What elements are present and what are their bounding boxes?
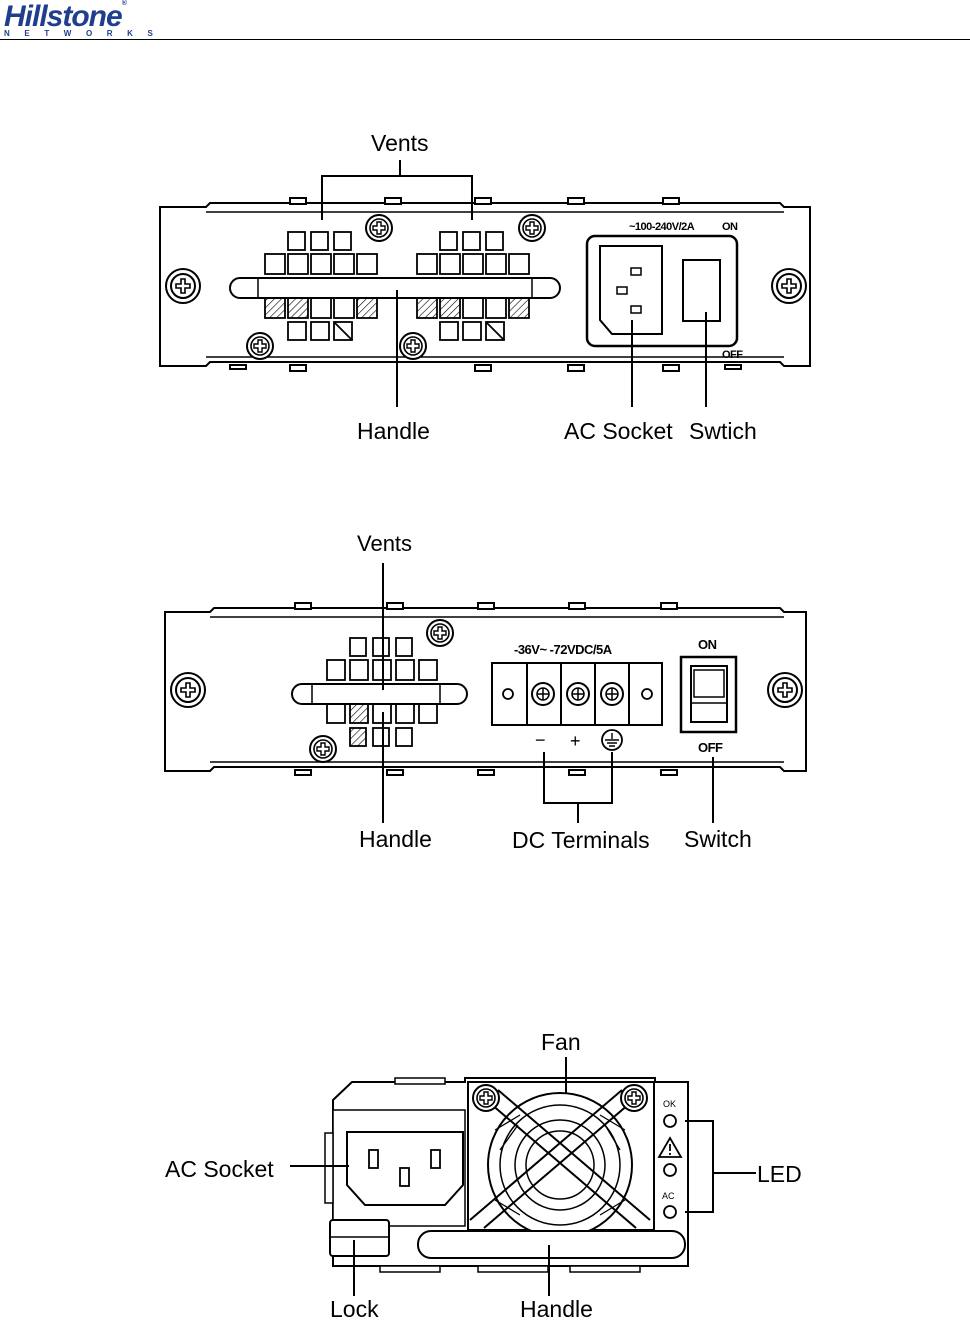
screw-icon [519,215,545,241]
dc-terminals-label: DC Terminals [512,827,650,853]
screw-icon [171,673,205,707]
led-warning-indicator [664,1164,676,1176]
psu-handle-label: Handle [520,1296,593,1322]
screw-icon [366,215,392,241]
psu-module-figure: OK AC Fan AC Socket LED Lock Handle [165,1029,802,1322]
dc-rating-text: -36V~ -72VDC/5A [514,642,613,657]
psu-led-label: LED [757,1161,802,1187]
psu-handle [418,1231,685,1258]
dc-handle-label: Handle [359,826,432,852]
led-ac-indicator [664,1206,676,1218]
led-ok-text: OK [663,1099,676,1109]
screw-icon [166,269,200,303]
led-ac-text: AC [662,1191,675,1201]
ac-on-text: ON [722,221,738,233]
screw-icon [772,269,806,303]
terminal-screw-icon [601,683,623,705]
dc-on-text: ON [698,637,717,652]
screw-icon [247,333,273,359]
ac-vents-label: Vents [371,130,429,156]
screw-icon [400,333,426,359]
screw-icon [621,1085,647,1111]
terminal-screw-icon [532,683,554,705]
ac-off-text: OFF [722,349,743,361]
dc-switch-label: Switch [684,826,752,852]
ac-rating-text: ~100-240V/2A [629,221,695,233]
psu-socket-label: AC Socket [165,1156,274,1182]
screw-icon [310,736,336,762]
screw-icon [768,673,802,707]
dc-module-figure: -36V~ -72VDC/5A − + ON OFF Vents Handle … [165,531,806,853]
ground-icon [602,730,622,750]
psu-fan-label: Fan [541,1029,581,1055]
dc-plus-text: + [570,731,581,751]
ac-socket-label: AC Socket [564,418,673,444]
ac-module-figure: ~100-240V/2A ON OFF Vents Handle AC Sock… [160,130,810,444]
led-ok-indicator [664,1115,676,1127]
ac-handle [230,278,560,298]
dc-off-text: OFF [698,740,723,755]
screw-icon [427,620,453,646]
psu-lock-label: Lock [330,1296,379,1322]
terminal-screw-icon [567,683,589,705]
dc-minus-text: − [535,730,546,750]
ac-handle-label: Handle [357,418,430,444]
ac-switch [683,260,720,321]
dc-vents-label: Vents [357,531,412,556]
screw-icon [473,1085,499,1111]
ac-switch-label: Swtich [689,418,757,444]
psu-lock [330,1220,389,1256]
